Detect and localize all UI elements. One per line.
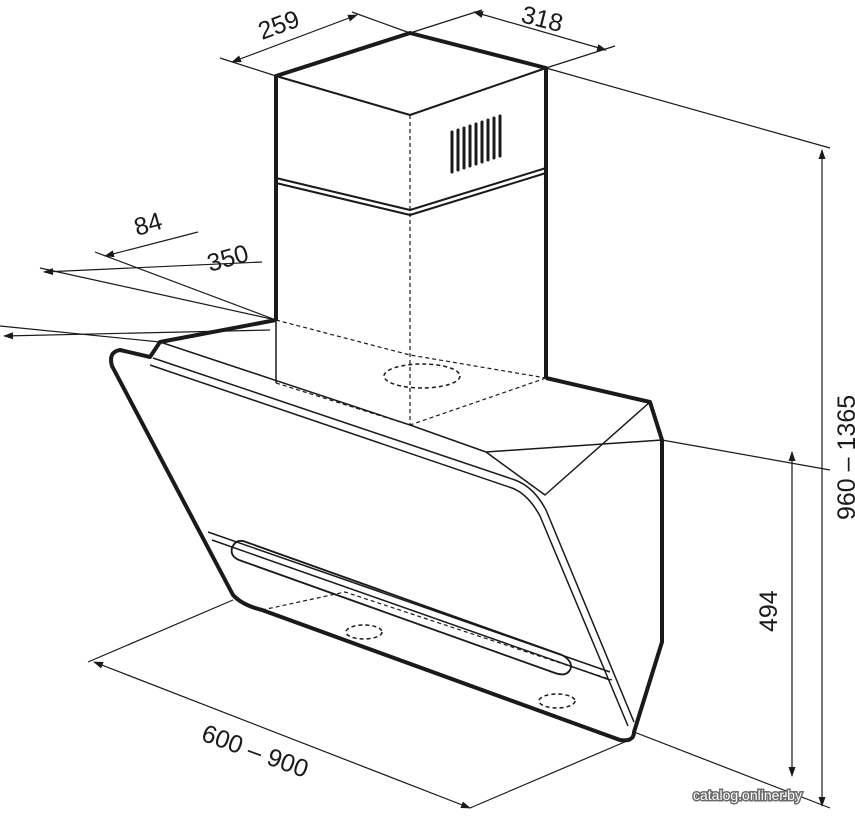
hood-body: [109, 318, 664, 743]
chimney-outline: [274, 31, 548, 378]
dim-line-350: [43, 261, 263, 276]
hood-lower-dashed: [261, 591, 613, 681]
dim-label-350: 350: [204, 239, 252, 277]
dim-line-318: [473, 11, 607, 51]
dim-label-494: 494: [755, 590, 783, 632]
dim-label-259: 259: [254, 5, 303, 46]
hidden-circles: [345, 363, 576, 709]
hood-outline: [109, 318, 664, 743]
dim-label-total-height: 960 – 1365: [833, 395, 855, 520]
hood-glass-top: [152, 357, 635, 723]
dim-line-84: [104, 231, 199, 258]
chimney-hidden-edges: [275, 115, 547, 426]
dim-line-depth: [3, 329, 271, 340]
dim-line-width: [93, 661, 471, 809]
hood-glass-top-2: [149, 364, 629, 727]
watermark: catalog.onliner.by: [692, 786, 804, 805]
outlet-circle: [383, 363, 461, 389]
dim-label-318: 318: [519, 1, 566, 38]
dim-label-84: 84: [131, 207, 166, 242]
chimney: [274, 31, 548, 426]
dimension-lines: [0, 9, 831, 809]
watermark-text: catalog.onliner.by: [693, 787, 802, 803]
hood-upper-frame: [159, 341, 663, 496]
light-circle-left: [345, 624, 383, 640]
hood-handle: [230, 539, 572, 676]
light-circle-right: [538, 693, 576, 709]
dim-line-259: [231, 14, 358, 63]
chimney-front-edge: [275, 67, 547, 116]
vent-grille: [450, 114, 502, 174]
dim-label-width: 600 – 900: [198, 719, 312, 783]
chimney-joint: [275, 167, 547, 216]
hood-front-panel-edge: [207, 531, 611, 681]
